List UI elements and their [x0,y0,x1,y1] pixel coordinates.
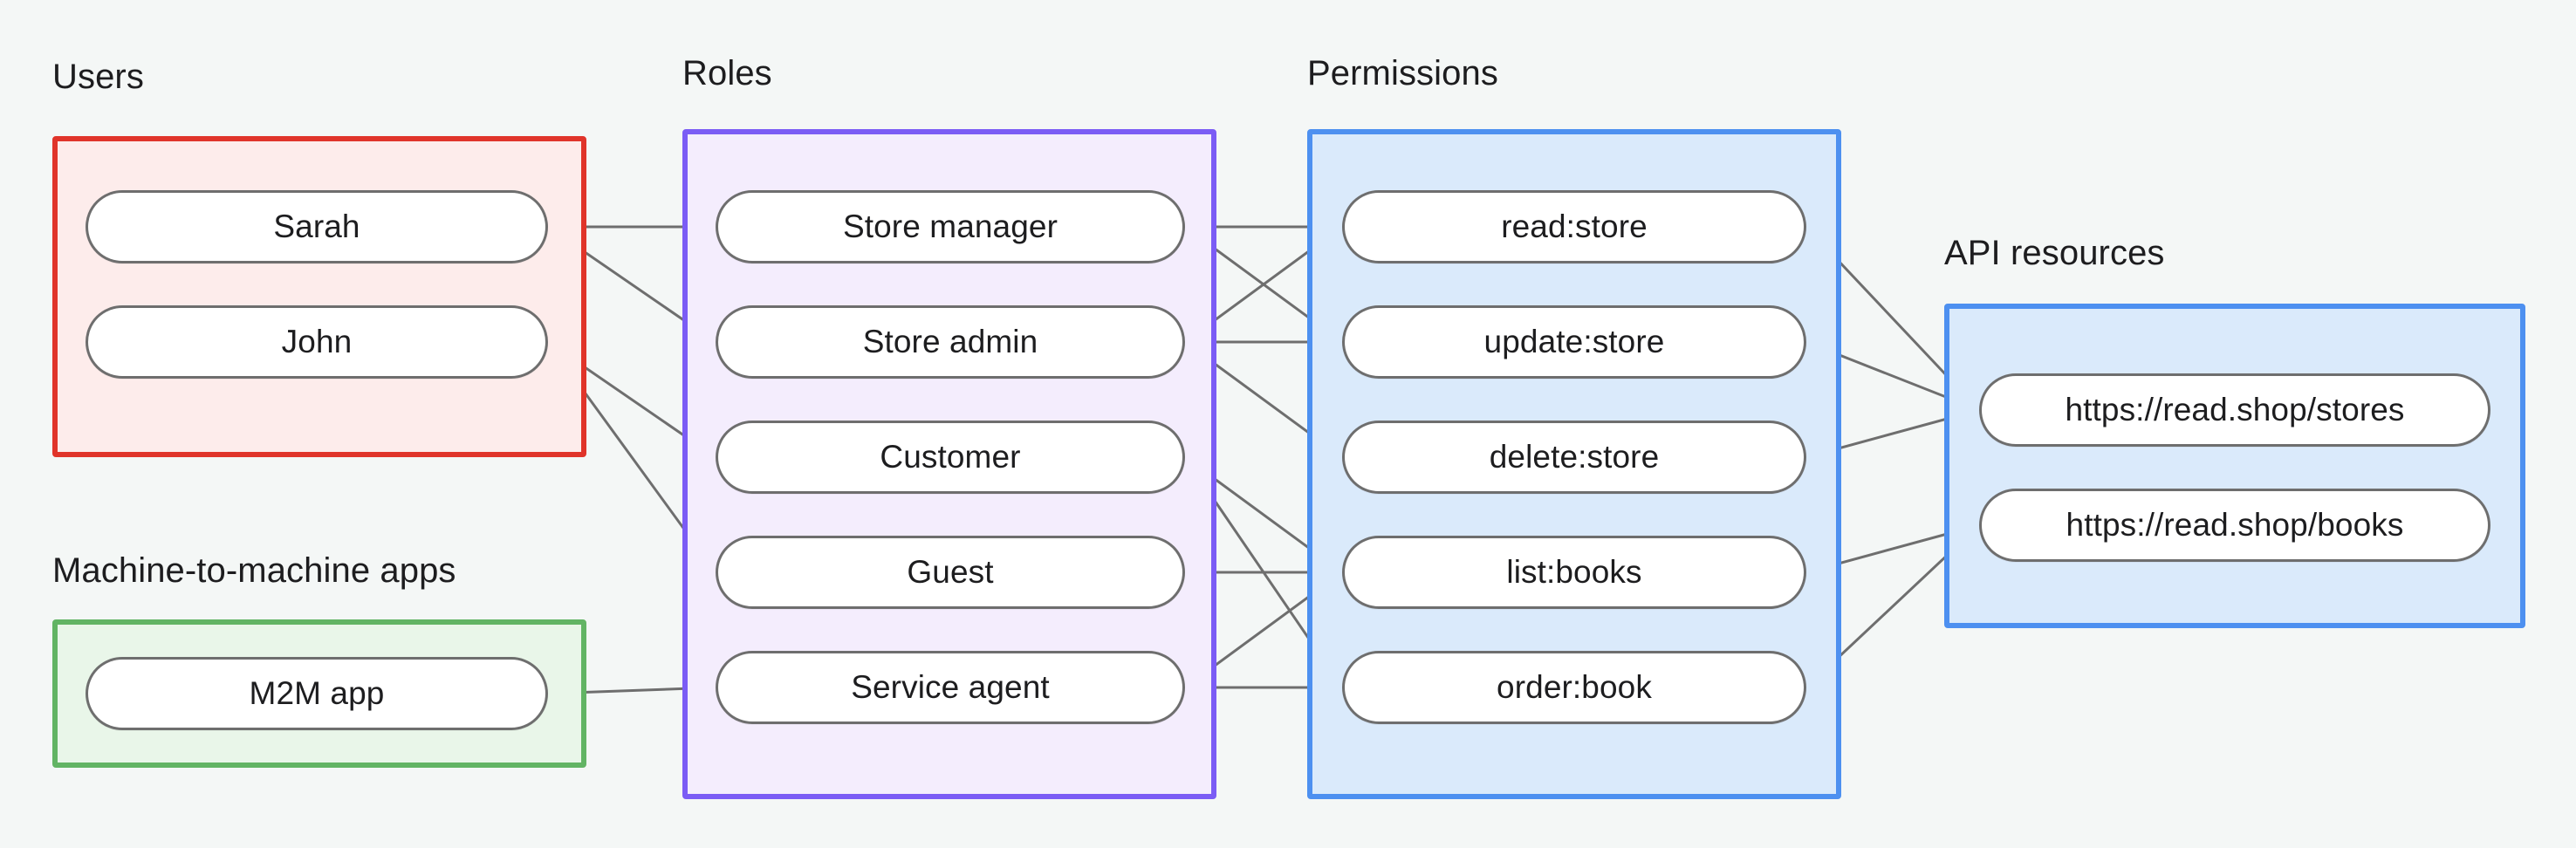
node-list-books[interactable]: list:books [1342,536,1806,609]
node-res-books[interactable]: https://read.shop/books [1979,489,2490,562]
node-label-delete-store: delete:store [1489,439,1660,475]
group-label-permissions: Permissions [1307,54,1498,92]
group-label-m2m: Machine-to-machine apps [52,551,456,590]
node-service-agent[interactable]: Service agent [716,651,1185,724]
node-m2mapp[interactable]: M2M app [86,657,548,730]
node-label-service-agent: Service agent [851,669,1050,705]
node-label-m2mapp: M2M app [249,675,385,711]
group-label-roles: Roles [682,54,772,92]
node-label-res-stores: https://read.shop/stores [2065,392,2405,427]
node-store-admin[interactable]: Store admin [716,305,1185,379]
node-label-update-store: update:store [1483,324,1665,359]
group-label-users: Users [52,58,144,96]
node-customer[interactable]: Customer [716,421,1185,494]
node-label-guest: Guest [907,554,994,590]
node-label-sarah: Sarah [273,209,360,244]
group-label-api-resources: API resources [1944,234,2165,272]
node-read-store[interactable]: read:store [1342,190,1806,263]
node-label-list-books: list:books [1506,554,1642,590]
node-guest[interactable]: Guest [716,536,1185,609]
node-label-read-store: read:store [1501,209,1648,244]
node-label-res-books: https://read.shop/books [2066,507,2404,543]
node-store-manager[interactable]: Store manager [716,190,1185,263]
node-label-john: John [281,324,353,359]
node-update-store[interactable]: update:store [1342,305,1806,379]
node-label-order-book: order:book [1497,669,1652,705]
node-res-stores[interactable]: https://read.shop/stores [1979,373,2490,447]
node-sarah[interactable]: Sarah [86,190,548,263]
group-box-users [52,136,586,457]
node-label-store-admin: Store admin [862,324,1038,359]
node-label-store-manager: Store manager [842,209,1058,244]
node-label-customer: Customer [880,439,1021,475]
node-order-book[interactable]: order:book [1342,651,1806,724]
group-box-api-resources [1944,304,2525,628]
node-delete-store[interactable]: delete:store [1342,421,1806,494]
node-john[interactable]: John [86,305,548,379]
